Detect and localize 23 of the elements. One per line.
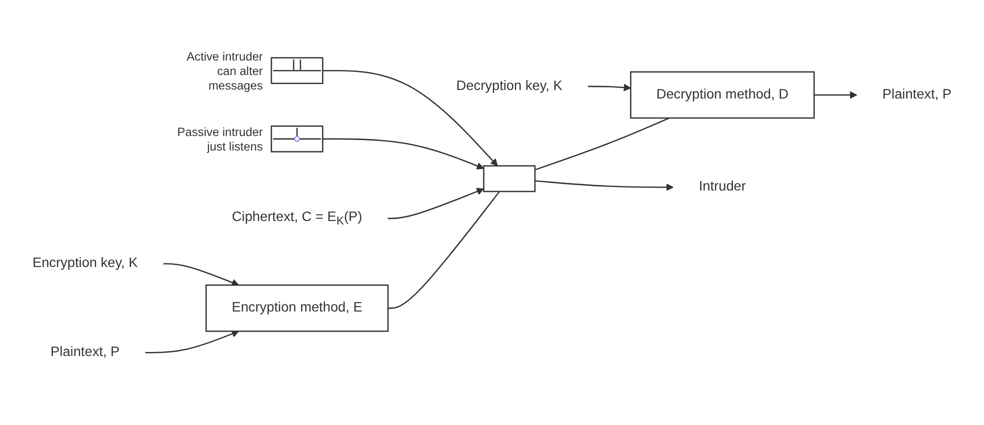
- arrow: [534, 180, 674, 191]
- connector: [388, 191, 500, 309]
- node-text: Decryption key, K: [456, 78, 562, 94]
- node-text: Plaintext, P: [882, 87, 952, 102]
- node-box: [483, 165, 536, 192]
- node-box: Decryption method, D: [630, 71, 815, 119]
- node-text: Intruder: [698, 180, 746, 194]
- intruder-caption: Active intruder can alter messages: [186, 49, 263, 92]
- node-box: Encryption method, E: [205, 284, 389, 332]
- node-picture: [270, 125, 324, 152]
- arrow: [814, 91, 858, 99]
- node-text: Plaintext, P: [50, 344, 120, 360]
- intruder-caption: Passive intruder just listens: [177, 124, 263, 154]
- node-text: Encryption key, K: [32, 256, 138, 271]
- arrow: [322, 138, 484, 170]
- arrow: [588, 84, 632, 92]
- arrow: [322, 70, 498, 166]
- node-text: Ciphertext, C = E$_{K}$(P): [232, 210, 362, 228]
- arrow: [163, 263, 240, 286]
- arrow: [145, 330, 240, 354]
- node-picture: [270, 57, 324, 84]
- connector: [534, 117, 670, 170]
- arrow: [388, 188, 484, 220]
